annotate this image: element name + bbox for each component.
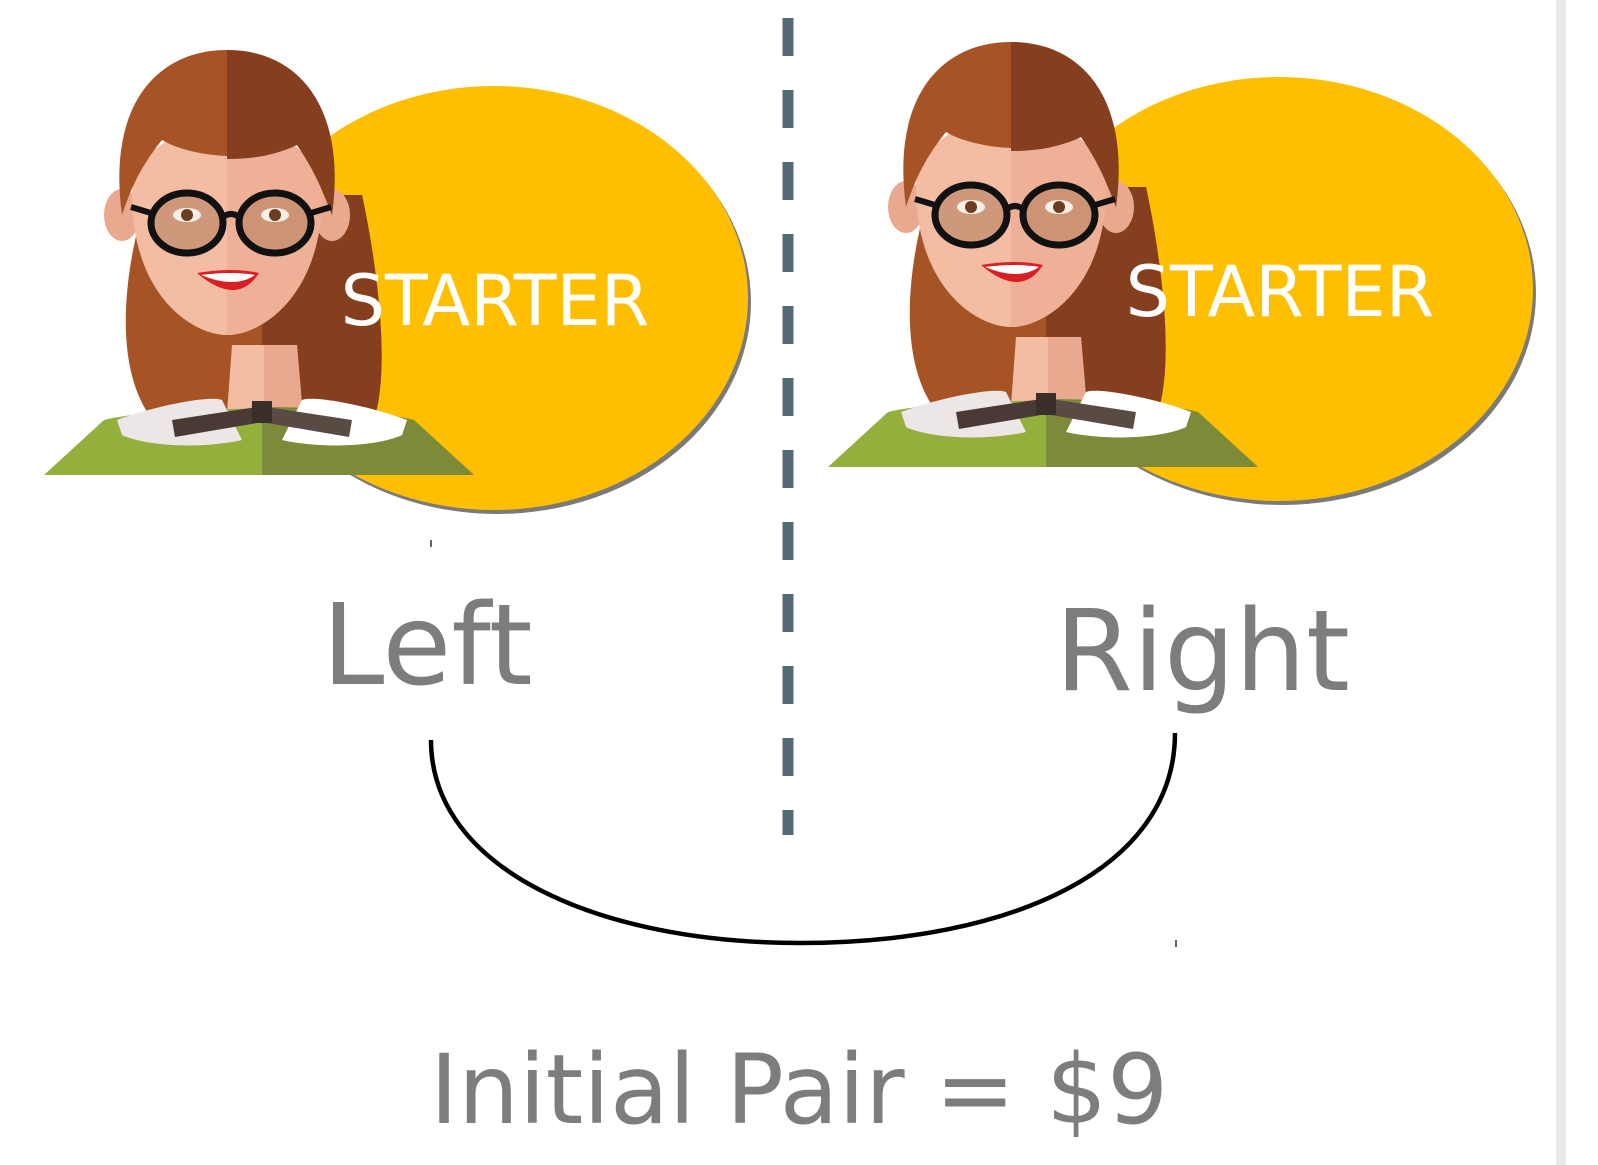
page-edge bbox=[1556, 0, 1566, 1165]
right-starter-badge: STARTER bbox=[1126, 251, 1435, 333]
pair-connector bbox=[428, 732, 1178, 946]
left-starter-badge: STARTER bbox=[341, 260, 650, 342]
left-leg-label: Left bbox=[322, 581, 533, 711]
right-leg-label: Right bbox=[1055, 587, 1350, 717]
pair-caption: Initial Pair = $9 bbox=[429, 1034, 1169, 1146]
left-starter: STARTER bbox=[44, 50, 751, 514]
right-starter: STARTER bbox=[828, 42, 1536, 505]
